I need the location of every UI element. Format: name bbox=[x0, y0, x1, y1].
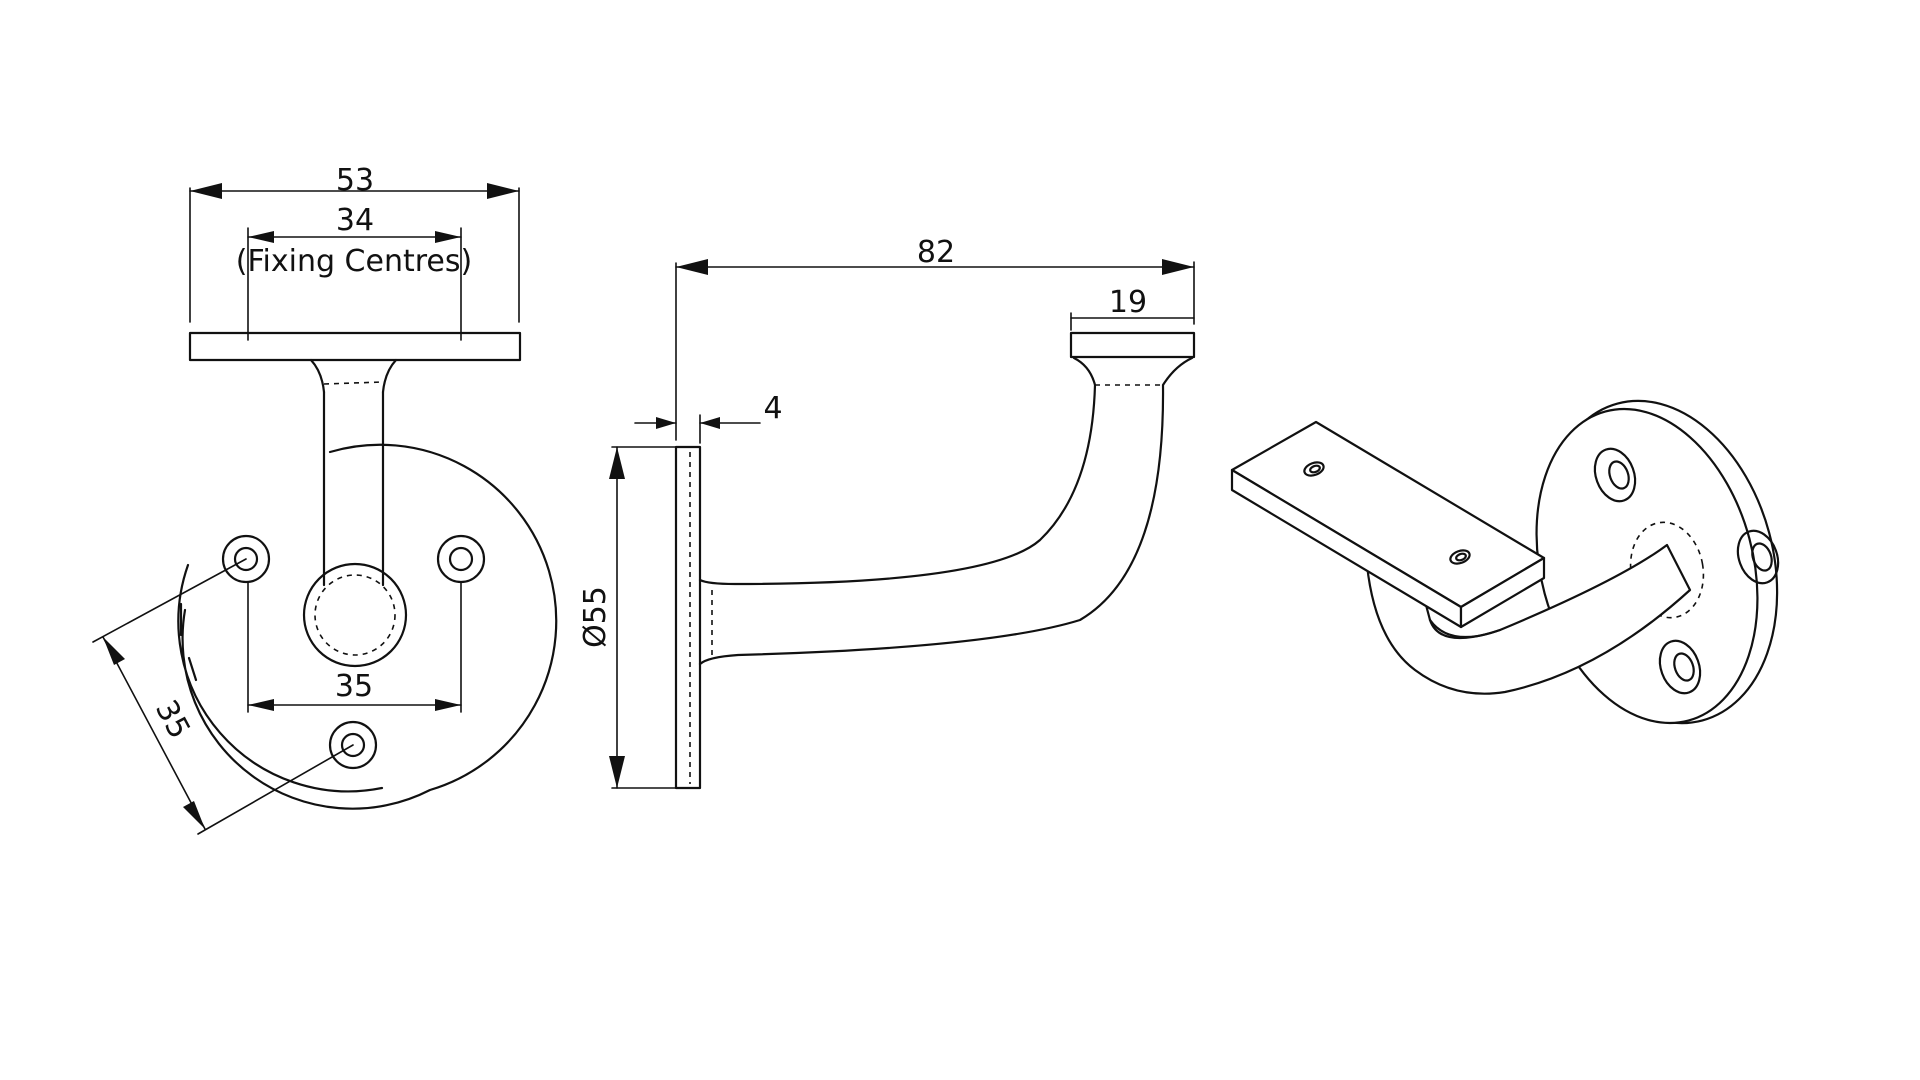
dim-diameter-label: Ø55 bbox=[578, 586, 613, 648]
side-base-plate bbox=[674, 445, 702, 790]
dim-35-horizontal-label: 35 bbox=[335, 669, 373, 704]
front-stem-neck-hidden bbox=[323, 381, 384, 385]
hole-bottom-outer bbox=[328, 720, 378, 770]
front-stem-neck bbox=[309, 358, 398, 394]
dim-4 bbox=[634, 414, 761, 444]
hole-left-inner bbox=[233, 546, 259, 572]
dim-4-label: 4 bbox=[763, 391, 782, 426]
front-socket-outer bbox=[302, 562, 408, 668]
side-top-plate bbox=[1069, 331, 1196, 359]
side-arm bbox=[698, 356, 1194, 666]
iso-arm-upper bbox=[1428, 618, 1502, 639]
front-socket-inner bbox=[314, 574, 396, 656]
hole-bottom-inner bbox=[340, 732, 366, 758]
front-base-plate bbox=[177, 443, 558, 810]
iso-top-plate-hole-1-inner bbox=[1309, 464, 1321, 474]
side-view: 82 19 4 Ø55 bbox=[578, 235, 1196, 790]
hole-right-outer bbox=[436, 534, 486, 584]
dim-diameter bbox=[609, 446, 677, 789]
fixing-centres-note: (Fixing Centres) bbox=[236, 244, 472, 279]
dim-35-diagonal bbox=[92, 558, 354, 835]
dim-53-label: 53 bbox=[336, 163, 374, 198]
dim-82-label: 82 bbox=[917, 235, 955, 270]
dim-82 bbox=[675, 259, 1195, 441]
dim-19 bbox=[1070, 312, 1195, 331]
dim-35-horizontal bbox=[247, 581, 462, 713]
iso-top-plate-hole-1 bbox=[1303, 461, 1325, 477]
iso-plate-holes bbox=[1593, 447, 1780, 695]
dim-34-label: 34 bbox=[336, 203, 374, 238]
iso-top-plate-hole-2 bbox=[1449, 549, 1471, 565]
dim-34 bbox=[247, 227, 462, 341]
hole-left-outer bbox=[221, 534, 271, 584]
iso-top-plate-side bbox=[1459, 556, 1546, 629]
dim-19-label: 19 bbox=[1109, 285, 1147, 320]
front-fixing-holes bbox=[221, 534, 486, 770]
hole-right-inner bbox=[448, 546, 474, 572]
front-stem bbox=[322, 390, 385, 587]
front-base-plate-break-dash bbox=[179, 602, 198, 682]
front-top-plate bbox=[188, 331, 522, 362]
isometric-view bbox=[1230, 399, 1780, 725]
iso-top-plate-hole-2-inner bbox=[1455, 552, 1467, 562]
front-view: 53 34 (Fixing Centres) 35 35 bbox=[92, 163, 558, 835]
dim-53 bbox=[189, 183, 520, 323]
